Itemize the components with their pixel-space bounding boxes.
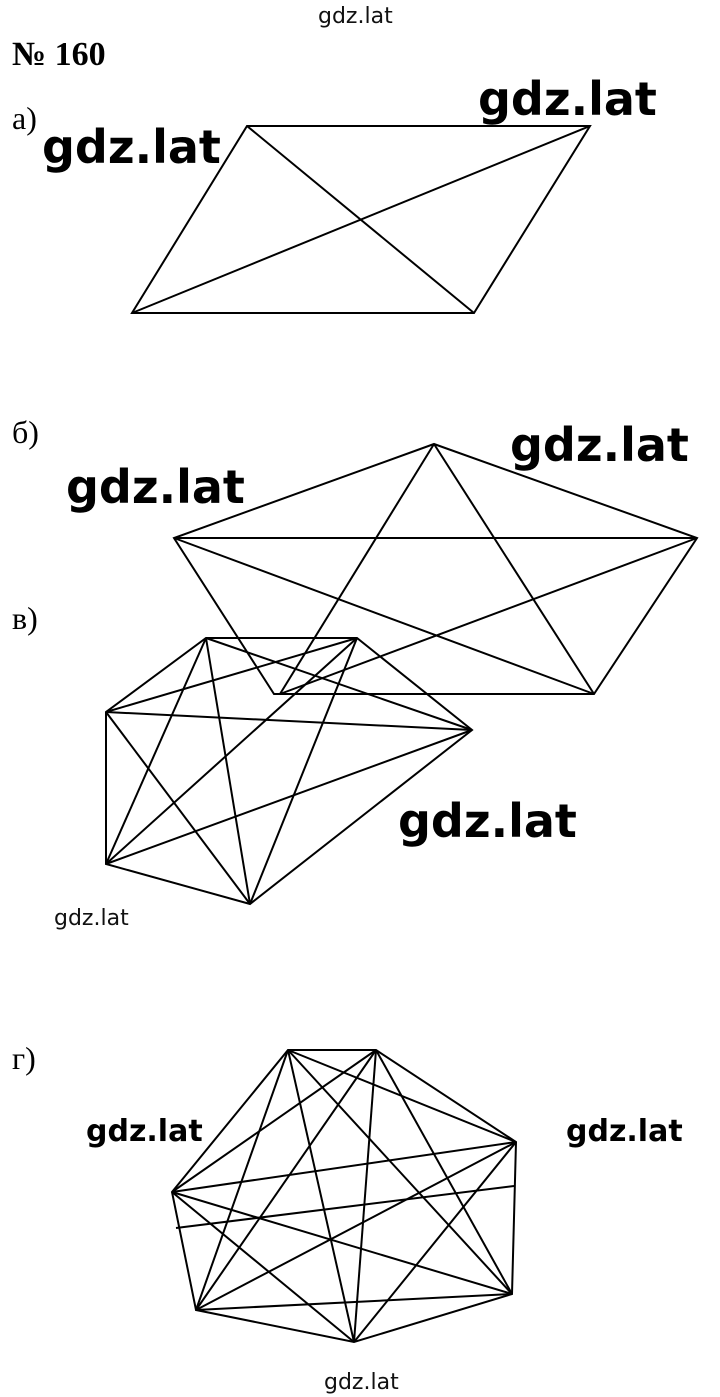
heptagon-diagonal: [375, 1049, 513, 1295]
part-label-a: а): [12, 100, 37, 136]
pentagon-diagonal: [173, 537, 595, 695]
figure-b-pentagon: [172, 442, 699, 695]
watermark-g-right: gdz.lat: [566, 1114, 683, 1149]
watermark-v-bottom: gdz.lat: [54, 906, 129, 931]
heptagon-diagonal: [171, 1049, 377, 1193]
watermark-b-right: gdz.lat: [510, 418, 689, 472]
pentagon-diagonal: [279, 537, 698, 695]
watermark-bottom: gdz.lat: [324, 1370, 399, 1395]
heptagon-diagonal: [171, 1191, 355, 1343]
heptagon-diagonal: [171, 1141, 517, 1193]
hexagon-diagonal: [105, 711, 251, 905]
watermark-top: gdz.lat: [318, 4, 393, 29]
heptagon-extra-line: [175, 1185, 515, 1229]
watermark-a-right: gdz.lat: [478, 72, 657, 126]
part-label-b: б): [12, 414, 39, 450]
hexagon-diagonal: [105, 711, 473, 731]
heptagon-diagonal: [353, 1049, 377, 1343]
watermark-v-right: gdz.lat: [398, 794, 577, 848]
heptagon-diagonal: [195, 1049, 289, 1311]
figure-v-hexagon: [105, 637, 474, 906]
hexagon-diagonal: [105, 637, 358, 865]
watermark-b-left: gdz.lat: [66, 460, 245, 514]
heptagon-diagonal: [195, 1293, 513, 1311]
heptagon-diagonal: [287, 1049, 513, 1295]
heptagon-outline: [170, 1049, 518, 1344]
problem-number: № 160: [12, 36, 106, 73]
hexagon-diagonal: [105, 637, 358, 713]
hexagon-diagonal: [105, 729, 473, 865]
hexagon-diagonal: [249, 637, 358, 905]
heptagon-diagonal: [171, 1191, 513, 1295]
pentagon-diagonal: [279, 443, 435, 695]
hexagon-diagonal: [205, 637, 251, 905]
heptagon-diagonal: [195, 1141, 517, 1311]
watermark-g-left: gdz.lat: [86, 1114, 203, 1149]
heptagon-diagonal: [353, 1141, 517, 1343]
pentagon-outline: [172, 442, 699, 695]
watermark-a-left: gdz.lat: [42, 120, 221, 174]
diagonal-2: [131, 125, 591, 314]
figure-a-parallelogram: [130, 125, 592, 314]
pentagon-diagonal: [433, 443, 595, 695]
figure-g-heptagon: [170, 1049, 518, 1344]
part-label-g: г): [12, 1040, 36, 1076]
heptagon-diagonal: [287, 1049, 355, 1343]
heptagon-diagonal: [195, 1049, 377, 1311]
hexagon-diagonal: [105, 637, 207, 865]
part-label-v: в): [12, 600, 38, 636]
